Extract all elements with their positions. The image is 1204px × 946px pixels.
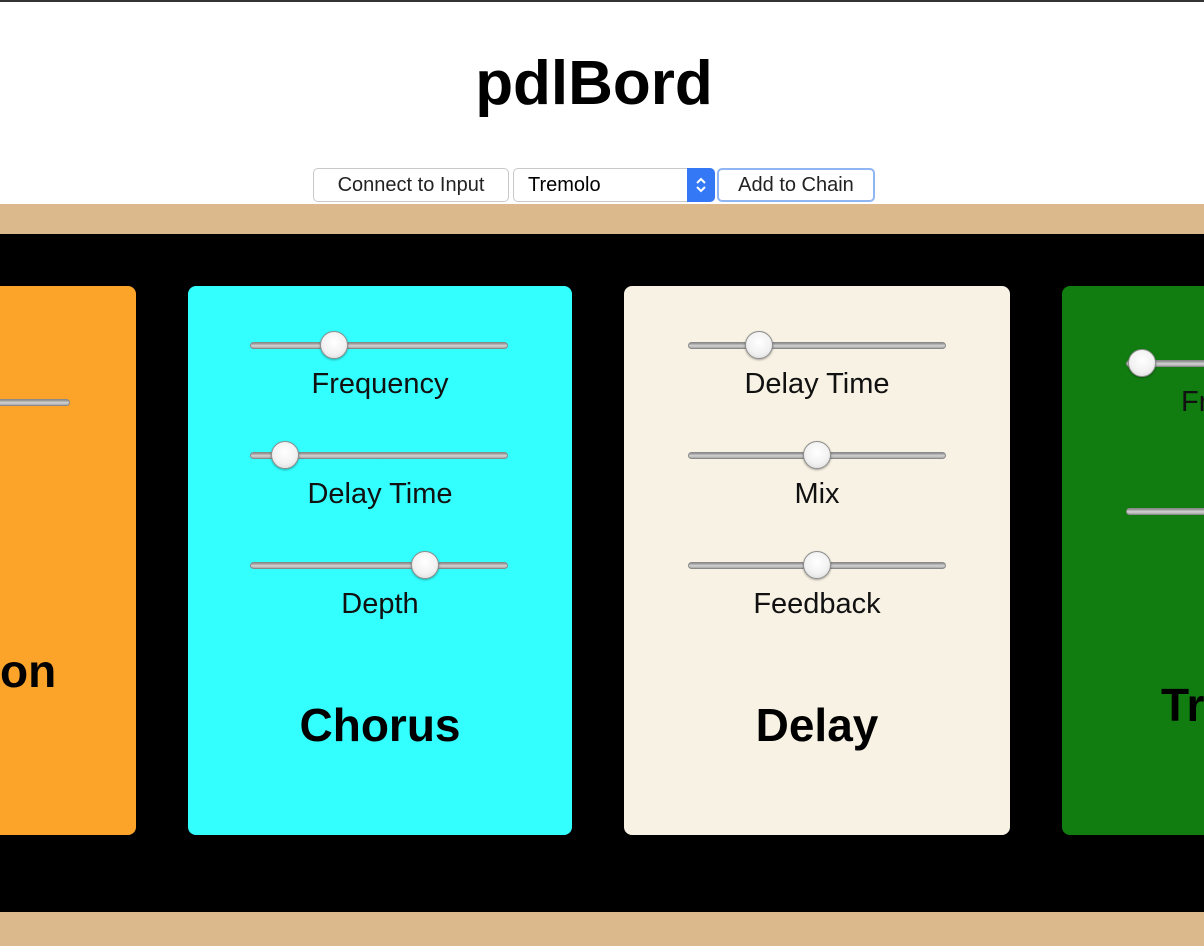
- mix-label: Mix: [794, 478, 840, 510]
- pedal-delay: Delay Time Mix Feedback Delay: [624, 286, 1010, 835]
- pedal-name: Tr: [1161, 679, 1204, 731]
- frequency-slider-thumb[interactable]: [1128, 349, 1156, 377]
- delay-time-label: Delay Time: [744, 368, 890, 400]
- effect-select-value: Tremolo: [528, 173, 601, 196]
- delay-time-slider-track[interactable]: [688, 342, 946, 349]
- delay-time-label: Delay Time: [307, 478, 453, 510]
- select-arrows-icon: [687, 168, 715, 202]
- delay-time-slider-thumb[interactable]: [271, 441, 299, 469]
- board-top-rail: [0, 204, 1204, 234]
- connect-to-input-button[interactable]: Connect to Input: [313, 168, 509, 202]
- window-top-border: [0, 0, 1204, 2]
- pedal-board: on Frequency Delay Time Depth Chorus Del…: [0, 234, 1204, 912]
- frequency-slider-track[interactable]: [1126, 360, 1204, 367]
- pedal-slider[interactable]: [0, 399, 70, 406]
- pedal-name: on: [0, 645, 57, 697]
- pedal-tremolo: Fr Tr: [1062, 286, 1204, 835]
- frequency-slider-track[interactable]: [250, 342, 508, 349]
- depth-slider-track[interactable]: [250, 562, 508, 569]
- feedback-slider-thumb[interactable]: [803, 551, 831, 579]
- page-title: pdlBord: [475, 49, 713, 118]
- board-bottom-rail: [0, 912, 1204, 946]
- depth-label: Depth: [341, 588, 419, 620]
- pedal-name: Chorus: [299, 699, 461, 751]
- pedal-name: Delay: [755, 699, 879, 751]
- add-to-chain-button[interactable]: Add to Chain: [717, 168, 875, 202]
- delay-time-slider-track[interactable]: [250, 452, 508, 459]
- depth-slider-thumb[interactable]: [411, 551, 439, 579]
- mix-slider-thumb[interactable]: [803, 441, 831, 469]
- delay-time-slider-thumb[interactable]: [745, 331, 773, 359]
- frequency-label: Frequency: [311, 368, 449, 400]
- feedback-label: Feedback: [753, 588, 881, 620]
- effect-select[interactable]: Tremolo: [513, 168, 715, 202]
- pedal-distortion: on: [0, 286, 136, 835]
- frequency-label: Fr: [1181, 386, 1204, 418]
- pedal-chorus: Frequency Delay Time Depth Chorus: [188, 286, 572, 835]
- frequency-slider-thumb[interactable]: [320, 331, 348, 359]
- pedal-slider[interactable]: [1126, 508, 1204, 515]
